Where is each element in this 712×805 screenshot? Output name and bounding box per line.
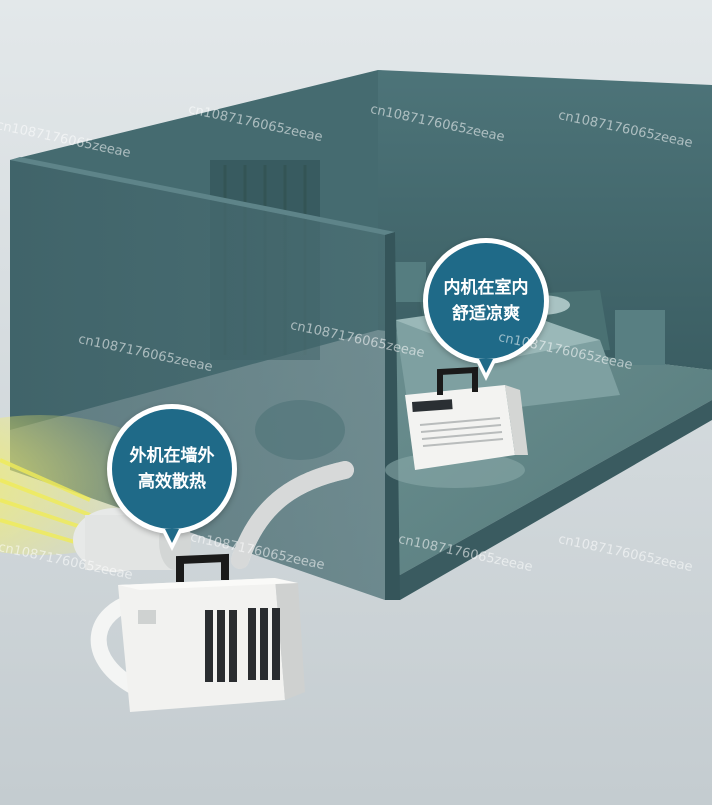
wall-edge <box>385 400 712 600</box>
outdoor-unit <box>73 508 305 712</box>
callout-indoor: 内机在室内 舒适凉爽 <box>423 238 549 381</box>
callout-outdoor-line1: 外机在墙外 <box>129 446 215 466</box>
callout-indoor-line2: 舒适凉爽 <box>452 304 520 324</box>
callout-tail-inner <box>479 359 493 373</box>
callout-outdoor-line2: 高效散热 <box>138 472 206 492</box>
callout-indoor-line1: 内机在室内 <box>443 278 529 298</box>
airflow-lines <box>0 458 91 547</box>
chair <box>255 400 345 460</box>
callout-tail-inner <box>165 529 179 543</box>
nightstand-right <box>615 310 665 365</box>
front-wall-top-edge <box>10 157 395 235</box>
indoor-unit <box>385 366 528 488</box>
front-wall-side-edge <box>385 232 400 600</box>
callout-outdoor: 外机在墙外 高效散热 <box>107 404 237 551</box>
